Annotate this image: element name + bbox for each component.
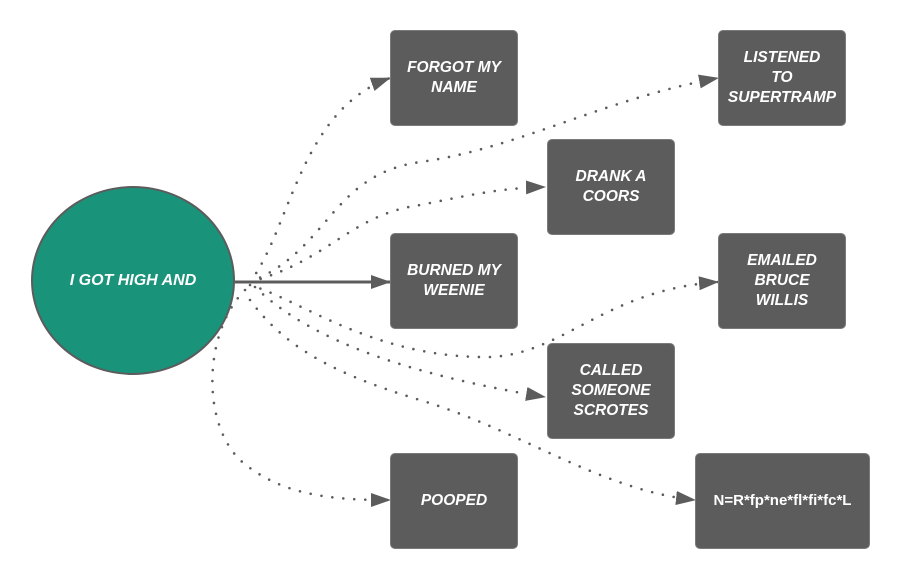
node-label: EMAILED BRUCE WILLIS	[747, 252, 817, 309]
edge-root-to-forgot	[248, 76, 392, 284]
node-pooped[interactable]: POOPED	[390, 453, 518, 549]
node-label: CALLED SOMEONE SCROTES	[571, 362, 651, 419]
node-listened-to-supertramp[interactable]: LISTENED TO SUPERTRAMP	[718, 30, 846, 126]
edge-root-to-drake	[248, 298, 697, 505]
node-label: DRANK A COORS	[575, 168, 647, 205]
node-burned-my-weenie[interactable]: BURNED MY WEENIE	[390, 233, 518, 329]
node-called-someone-scrotes[interactable]: CALLED SOMEONE SCROTES	[547, 343, 675, 439]
node-emailed-bruce-willis[interactable]: EMAILED BRUCE WILLIS	[718, 233, 846, 329]
node-drank-a-coors[interactable]: DRANK A COORS	[547, 139, 675, 235]
edge-root-to-called	[253, 285, 547, 401]
node-forgot-my-name[interactable]: FORGOT MY NAME	[390, 30, 518, 126]
edge-root-to-emailed	[248, 276, 720, 359]
node-label: POOPED	[420, 492, 488, 509]
node-label: N=R*fp*ne*fl*fi*fc*L	[713, 492, 852, 509]
node-label: LISTENED TO SUPERTRAMP	[727, 49, 837, 106]
edge-root-to-pooped	[211, 288, 392, 507]
node-label: FORGOT MY NAME	[407, 59, 501, 96]
node-label: BURNED MY WEENIE	[407, 262, 501, 299]
root-node[interactable]: I GOT HIGH AND	[31, 186, 235, 375]
root-node-label: I GOT HIGH AND	[69, 271, 197, 289]
node-drake-equation[interactable]: N=R*fp*ne*fl*fi*fc*L	[695, 453, 870, 549]
